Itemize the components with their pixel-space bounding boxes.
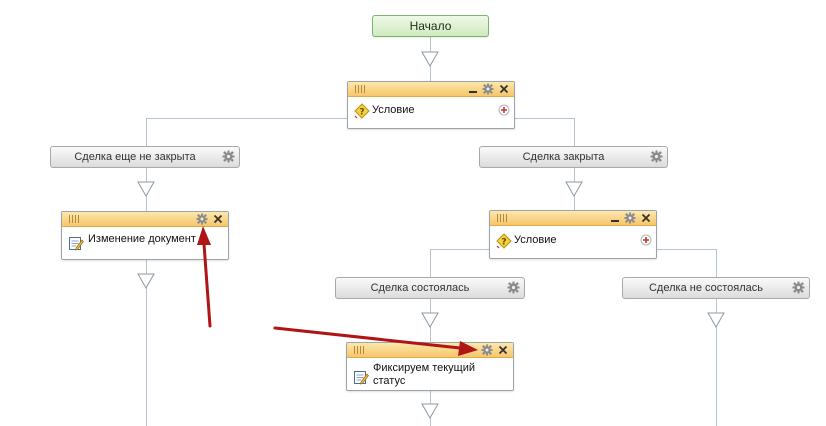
block-header[interactable] (348, 82, 514, 97)
branch-not-closed[interactable]: Сделка еще не закрыта (50, 146, 240, 168)
annotation-arrow (197, 226, 212, 328)
connector-line (430, 249, 431, 277)
branch-label: Сделка не состоялась (648, 282, 763, 294)
connector-line (146, 260, 147, 426)
block-title: Изменение документ (88, 233, 196, 245)
connector-line (146, 118, 147, 146)
block-title: Условие (372, 104, 415, 116)
branch-fail[interactable]: Сделка не состоялась (622, 277, 810, 299)
condition-block-main[interactable]: Условие (347, 81, 515, 129)
branch-label: Сделка еще не закрыта (74, 151, 196, 163)
block-header[interactable] (490, 211, 656, 226)
branch-label: Сделка закрыта (522, 151, 605, 163)
branch-closed[interactable]: Сделка закрыта (479, 146, 668, 168)
connector-line (716, 249, 717, 277)
block-header[interactable] (62, 212, 228, 227)
block-title-line1: Фиксируем текущий (373, 362, 476, 374)
branch-label: Сделка состоялась (370, 282, 470, 294)
block-title: Условие (514, 234, 557, 246)
connector-line (716, 298, 717, 426)
annotation-arrow (273, 326, 478, 356)
fix-status-block[interactable]: Фиксируем текущий статус (346, 342, 514, 391)
branch-success[interactable]: Сделка состоялась (335, 277, 525, 299)
start-node-label: Начало (409, 19, 452, 33)
start-node[interactable]: Начало (372, 15, 489, 37)
block-title-line2: статус (373, 375, 406, 387)
connector-line (574, 118, 575, 146)
condition-block-nested[interactable]: Условие (489, 210, 657, 259)
